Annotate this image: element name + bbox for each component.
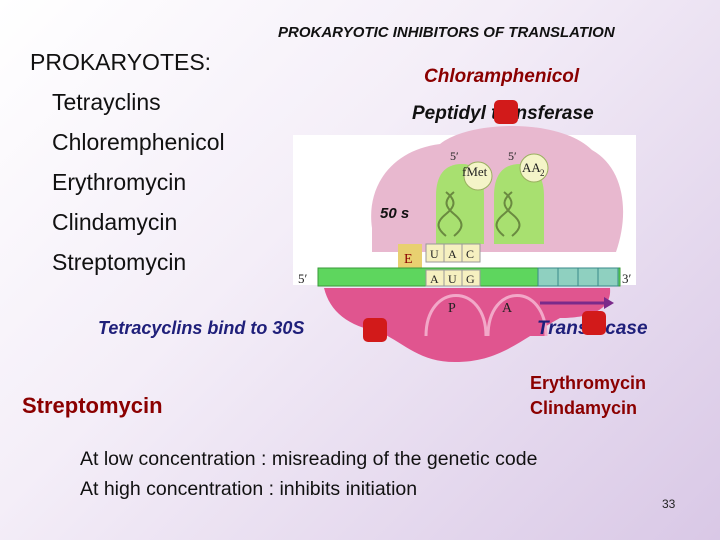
codon-base-1: A (430, 272, 439, 286)
p-site-arch (424, 294, 488, 337)
codon-base-3: G (466, 272, 475, 286)
prokaryotes-list: PROKARYOTES: Tetrayclins Chloremphenicol… (30, 42, 225, 282)
trna-aa2-subscript: 2 (540, 168, 545, 178)
codon-cell-3 (461, 269, 481, 287)
tetracyclins-label: Tetracyclins bind to 30S (98, 318, 305, 338)
codon-base-2: U (448, 272, 457, 286)
site-e-label: E (404, 252, 413, 267)
arrow-head-icon (604, 297, 614, 309)
erythromycin-clindamycin-label: Erythromycin Clindamycin (530, 371, 646, 421)
chloramphenicol-label: Chloramphenicol (424, 66, 580, 87)
list-item-tetracyclins: Tetrayclins (52, 89, 161, 115)
mrna-cell-4 (597, 267, 619, 287)
concentration-notes: At low concentration : misreading of the… (80, 444, 537, 504)
inhibitor-marker-translocase-icon (582, 311, 606, 335)
page-number: 33 (662, 497, 676, 511)
erythromycin-label: Erythromycin (530, 373, 647, 393)
five-prime-label-1: 5′ (450, 149, 459, 163)
inhibitor-marker-30s-icon (363, 318, 387, 342)
anticodon-base-3: C (466, 247, 474, 261)
list-item-erythromycin: Erythromycin (52, 169, 187, 195)
page-title: PROKARYOTIC INHIBITORS OF TRANSLATION (278, 24, 615, 41)
list-item-chloramphenicol: Chloremphenicol (52, 129, 225, 155)
subunit-50s-label: 50 s (380, 205, 409, 222)
mrna-cell-2 (557, 267, 579, 287)
mrna-three-prime-label: 3′ (622, 271, 632, 286)
e-site-box (398, 244, 422, 270)
trna-aa2-label: AA (522, 160, 541, 175)
anticodon-cell-3 (461, 243, 481, 263)
five-prime-label-2: 5′ (508, 149, 517, 163)
anticodon-base-1: U (430, 247, 439, 261)
list-item-clindamycin: Clindamycin (52, 209, 178, 235)
a-site-arch (486, 294, 548, 337)
trna-aa2 (494, 153, 549, 244)
mrna-cell-3 (577, 267, 599, 287)
mrna-five-prime-label: 5′ (298, 271, 308, 286)
prokaryotes-heading: PROKARYOTES: (30, 49, 212, 75)
trna-fmet (436, 161, 493, 244)
mrna-cell-1 (537, 267, 559, 287)
site-p-label: P (448, 301, 456, 316)
note-high-concentration: At high concentration : inhibits initiat… (80, 478, 418, 500)
trna-fmet-label: fMet (462, 164, 488, 179)
inhibitor-marker-peptidyl-icon (494, 100, 518, 124)
list-item-streptomycin: Streptomycin (52, 249, 187, 275)
anticodon-base-2: A (448, 247, 457, 261)
clindamycin-label: Clindamycin (530, 398, 638, 418)
streptomycin-label: Streptomycin (22, 393, 163, 418)
note-low-concentration: At low concentration : misreading of the… (80, 448, 538, 470)
site-a-label: A (502, 301, 513, 316)
